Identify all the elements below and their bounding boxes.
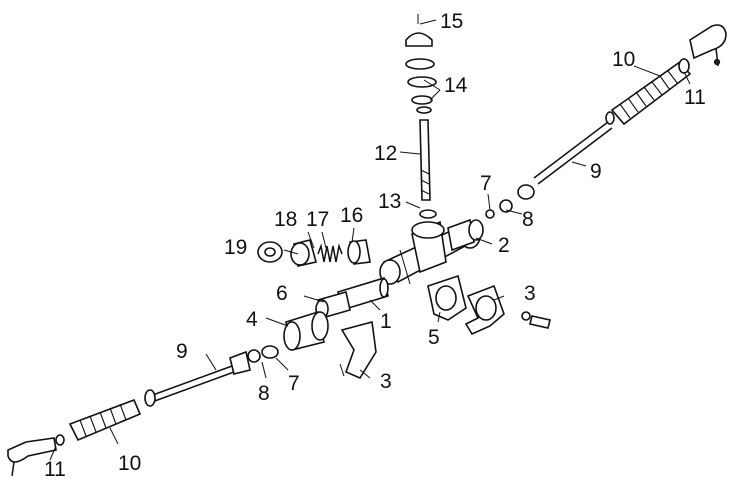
callout-14: 14 xyxy=(444,74,468,97)
rack-bush-right xyxy=(447,218,484,252)
tie-rod-end-lower-left xyxy=(7,437,57,477)
rack-bush-left xyxy=(283,310,329,351)
mounting-clamp-lower xyxy=(339,320,377,380)
callout-8-upper: 8 xyxy=(522,208,534,231)
dust-cap xyxy=(405,14,433,47)
callout-15: 15 xyxy=(440,10,463,33)
callout-9-lower: 9 xyxy=(176,340,188,363)
callout-19: 19 xyxy=(224,236,247,259)
tie-rod-end-upper-right xyxy=(689,24,727,67)
callout-8-lower: 8 xyxy=(258,382,270,405)
callout-4: 4 xyxy=(246,308,258,331)
callout-11-upper: 11 xyxy=(684,86,706,109)
callout-13: 13 xyxy=(378,190,401,213)
callout-labels: 15 14 12 13 18 17 16 19 7 8 2 9 10 11 3 … xyxy=(44,10,706,481)
callout-16: 16 xyxy=(340,204,363,227)
callout-9-upper: 9 xyxy=(590,160,602,183)
callout-2: 2 xyxy=(498,234,510,257)
callout-3-lower: 3 xyxy=(380,370,392,393)
mounting-clamp-upper xyxy=(464,284,505,336)
pinion-shaft xyxy=(419,119,431,201)
pinion-seal xyxy=(419,209,437,219)
callout-18: 18 xyxy=(274,208,297,231)
yoke-plunger xyxy=(347,239,371,265)
adjuster-plug xyxy=(290,239,317,267)
callout-1: 1 xyxy=(380,310,392,333)
pinion-shims xyxy=(405,58,437,114)
leader-lines xyxy=(49,19,691,461)
yoke-spring xyxy=(317,243,343,263)
callout-6: 6 xyxy=(276,282,288,305)
mounting-rubber xyxy=(427,274,467,321)
boot-upper-right xyxy=(610,60,692,126)
clamp-lower-left xyxy=(55,389,156,446)
callout-10-lower: 10 xyxy=(118,452,141,475)
callout-10-upper: 10 xyxy=(612,48,635,71)
callout-7-lower: 7 xyxy=(288,372,300,395)
rack-end-nut xyxy=(315,290,351,320)
callout-5: 5 xyxy=(428,326,440,349)
clamp-upper-right xyxy=(605,58,690,125)
adjuster-locknut xyxy=(257,241,283,263)
callout-11-lower: 11 xyxy=(44,458,66,481)
callout-12: 12 xyxy=(374,142,397,165)
tie-rod-lower-left xyxy=(149,345,279,403)
callout-3-right: 3 xyxy=(524,282,536,305)
boot-lower-left xyxy=(68,398,142,442)
rack-tube xyxy=(337,276,389,312)
callout-17: 17 xyxy=(306,208,329,231)
clamp-bolt xyxy=(521,311,551,329)
callout-7-upper: 7 xyxy=(480,172,492,195)
